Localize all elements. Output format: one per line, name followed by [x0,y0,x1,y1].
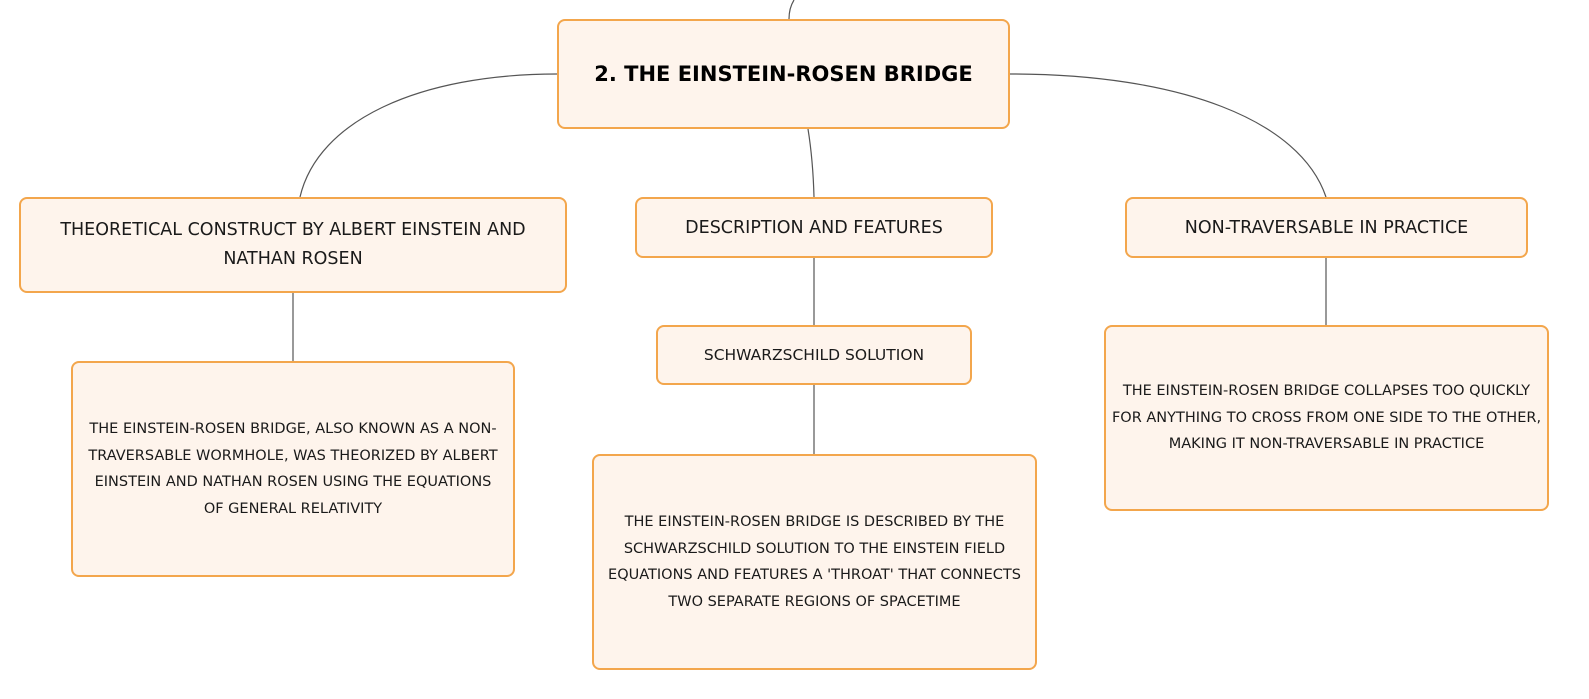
detail-node-theoretical[interactable]: THE EINSTEIN-ROSEN BRIDGE, ALSO KNOWN AS… [71,361,515,577]
detail-node-non-traversable[interactable]: THE EINSTEIN-ROSEN BRIDGE COLLAPSES TOO … [1104,325,1549,511]
connector-root-to-theoretical [299,73,558,198]
branch-node-description-and-features[interactable]: DESCRIPTION AND FEATURES [635,197,993,258]
branch-node-label: DESCRIPTION AND FEATURES [685,217,943,238]
detail-node-text: THE EINSTEIN-ROSEN BRIDGE, ALSO KNOWN AS… [88,421,498,517]
branch-node-label: THEORETICAL CONSTRUCT BY ALBERT EINSTEIN… [60,220,526,269]
branch-node-non-traversable[interactable]: NON-TRAVERSABLE IN PRACTICE [1125,197,1528,258]
root-node[interactable]: 2. THE EINSTEIN-ROSEN BRIDGE [557,19,1010,129]
subtopic-node-schwarzschild-solution[interactable]: SCHWARZSCHILD SOLUTION [656,325,972,385]
detail-node-text: THE EINSTEIN-ROSEN BRIDGE COLLAPSES TOO … [1111,383,1542,453]
connector-root-to-description [807,128,815,198]
branch-node-theoretical-construct[interactable]: THEORETICAL CONSTRUCT BY ALBERT EINSTEIN… [19,197,567,293]
connector-root-to-nontraversable [1009,73,1327,198]
detail-node-text: THE EINSTEIN-ROSEN BRIDGE IS DESCRIBED B… [608,514,1021,610]
detail-node-schwarzschild[interactable]: THE EINSTEIN-ROSEN BRIDGE IS DESCRIBED B… [592,454,1037,670]
connector-parent-to-root [788,0,795,20]
branch-node-label: NON-TRAVERSABLE IN PRACTICE [1184,217,1469,238]
root-node-label: 2. THE EINSTEIN-ROSEN BRIDGE [594,62,973,86]
subtopic-node-label: SCHWARZSCHILD SOLUTION [703,346,925,364]
